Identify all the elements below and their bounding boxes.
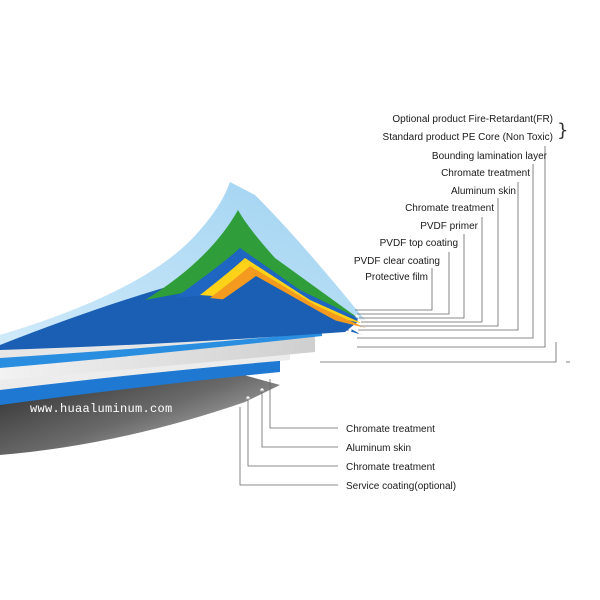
label-chromate-treatment-top-2: Chromate treatment [405, 203, 494, 214]
label-chromate-treatment-bottom-1: Chromate treatment [346, 424, 435, 435]
blue-primer-layer [222, 276, 362, 335]
bottom-leader-lines [239, 379, 338, 486]
label-aluminum-skin-bottom: Aluminum skin [346, 443, 411, 454]
label-chromate-treatment-top-1: Chromate treatment [441, 168, 530, 179]
label-pvdf-top-coating: PVDF top coating [380, 238, 458, 249]
top-leader-lines [320, 146, 570, 363]
label-pvdf-primer: PVDF primer [420, 221, 478, 232]
label-aluminum-skin-top: Aluminum skin [451, 186, 516, 197]
label-chromate-treatment-bottom-2: Chromate treatment [346, 462, 435, 473]
label-pvdf-clear-coating: PVDF clear coating [354, 256, 440, 267]
panel-shadow [0, 355, 280, 455]
label-service-coating: Service coating(optional) [346, 481, 456, 492]
label-fire-retardant: Optional product Fire-Retardant(FR) [392, 114, 553, 125]
layer-dots [238, 314, 364, 409]
watermark-text: www.huaaluminum.com [30, 402, 173, 416]
protective-film-layer [0, 182, 365, 345]
label-bounding-lamination: Bounding lamination layer [432, 151, 548, 162]
label-pe-core: Standard product PE Core (Non Toxic) [383, 132, 553, 143]
label-protective-film: Protective film [365, 272, 428, 283]
brace-symbol: } [557, 120, 568, 141]
